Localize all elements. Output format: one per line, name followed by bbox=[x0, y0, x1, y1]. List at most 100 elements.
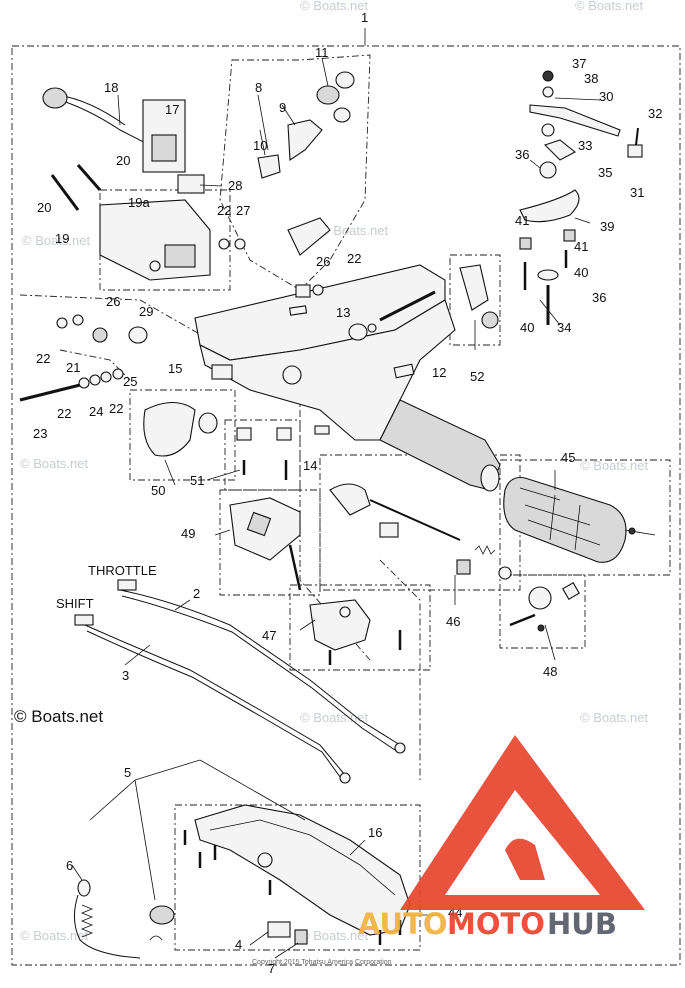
callout: 38 bbox=[584, 71, 598, 86]
label-13-shape bbox=[289, 305, 308, 316]
washer bbox=[312, 284, 324, 296]
screw-32 bbox=[635, 127, 639, 146]
group-50-outline bbox=[129, 389, 236, 481]
harness-connector bbox=[42, 87, 68, 109]
watermark-text: © Boats.net bbox=[300, 710, 369, 725]
callout: 32 bbox=[648, 106, 662, 121]
callout: 21 bbox=[66, 360, 80, 375]
part-11 bbox=[316, 85, 340, 105]
boats-net-logo: © Boats.net bbox=[14, 707, 103, 726]
part-10 bbox=[257, 154, 281, 179]
callout: 34 bbox=[557, 320, 571, 335]
throttle-grip bbox=[503, 476, 627, 563]
callout: 41 bbox=[515, 213, 529, 228]
brand-moto: MOTO bbox=[447, 907, 545, 941]
lanyard-clip bbox=[77, 879, 91, 897]
callout: 33 bbox=[578, 138, 592, 153]
grip-texture bbox=[519, 487, 601, 551]
leader-lines bbox=[71, 57, 601, 959]
washer-33 bbox=[541, 123, 555, 137]
callout: 14 bbox=[303, 458, 317, 473]
throttle-cable bbox=[121, 595, 399, 753]
guide-line bbox=[59, 349, 131, 381]
throttle-label: THROTTLE bbox=[88, 563, 157, 578]
callout: 49 bbox=[181, 526, 195, 541]
collar-26 bbox=[128, 326, 148, 344]
watermark-text: © Boats.net bbox=[300, 928, 369, 943]
automotohub-logo: AUTO MOTO HUB bbox=[358, 735, 645, 941]
long-bolt bbox=[379, 290, 436, 322]
shift-label: SHIFT bbox=[56, 596, 94, 611]
callout: 19a bbox=[128, 195, 150, 210]
callout: 18 bbox=[104, 80, 118, 95]
callout: 8 bbox=[255, 80, 262, 95]
callout: 51 bbox=[190, 473, 204, 488]
lanyard-hook bbox=[149, 935, 163, 941]
friction-screw bbox=[509, 613, 536, 627]
callout: 35 bbox=[598, 165, 612, 180]
callout: 11 bbox=[315, 45, 329, 60]
clip bbox=[177, 174, 205, 194]
callout: 48 bbox=[543, 664, 557, 679]
callout: 37 bbox=[572, 56, 586, 71]
washer bbox=[56, 317, 68, 329]
callout: 16 bbox=[368, 825, 382, 840]
triangle-inner-mark bbox=[505, 838, 545, 880]
shift-link bbox=[329, 483, 371, 516]
group-16-outline bbox=[174, 804, 421, 951]
callout: 22 bbox=[36, 351, 50, 366]
nut bbox=[234, 238, 246, 250]
mount-bracket bbox=[236, 427, 252, 441]
copyright-text: Copyright 2015 Tohatsu America Corporati… bbox=[252, 959, 392, 966]
bracket-slot bbox=[164, 244, 196, 268]
watermark-text: © Boats.net bbox=[580, 710, 649, 725]
friction-nut bbox=[537, 624, 545, 632]
switch-26 bbox=[287, 217, 331, 256]
callout: 22 bbox=[109, 401, 123, 416]
callout: 5 bbox=[124, 765, 131, 780]
spring bbox=[474, 545, 496, 555]
nut-37 bbox=[542, 70, 554, 82]
callout: 40 bbox=[520, 320, 534, 335]
group-47-outline bbox=[289, 584, 431, 671]
collar bbox=[348, 323, 368, 341]
watermark-text: © Boats.net bbox=[300, 0, 369, 13]
switch bbox=[151, 134, 177, 162]
callout: 25 bbox=[123, 374, 137, 389]
switch-cap bbox=[294, 929, 308, 945]
mechanism-hole bbox=[339, 606, 351, 618]
lanyard-cord bbox=[74, 894, 141, 959]
tiller-body bbox=[199, 299, 456, 441]
assembly-outline bbox=[11, 45, 681, 966]
watermark-text: © Boats.net bbox=[575, 0, 644, 13]
cable-eye bbox=[339, 772, 351, 784]
group-45-outline bbox=[499, 459, 671, 576]
callout: 22 bbox=[57, 406, 71, 421]
callout: 13 bbox=[336, 305, 350, 320]
shift-cable-end bbox=[74, 614, 94, 626]
bolt bbox=[19, 383, 81, 402]
callout: 15 bbox=[168, 361, 182, 376]
cover-hole bbox=[257, 852, 273, 868]
wire-harness bbox=[59, 99, 156, 149]
group-46-outline bbox=[319, 454, 521, 591]
part-9 bbox=[287, 119, 323, 161]
washer bbox=[89, 374, 101, 386]
watermark-text: © Boats.net bbox=[20, 456, 89, 471]
callout: 20 bbox=[37, 200, 51, 215]
washer bbox=[218, 238, 230, 250]
callout: 23 bbox=[33, 426, 47, 441]
callout: 36 bbox=[515, 147, 529, 162]
watermark-text: © Boats.net bbox=[580, 458, 649, 473]
bracket-hole bbox=[149, 260, 161, 272]
rod-clip bbox=[379, 522, 399, 538]
block-31 bbox=[627, 144, 643, 158]
watermark-text: © Boats.net bbox=[320, 223, 389, 238]
shift-handle bbox=[143, 401, 196, 457]
grip-washer bbox=[628, 527, 636, 535]
throttle-cable-end bbox=[117, 579, 137, 591]
stud bbox=[76, 164, 102, 191]
handle-boss bbox=[198, 412, 218, 434]
